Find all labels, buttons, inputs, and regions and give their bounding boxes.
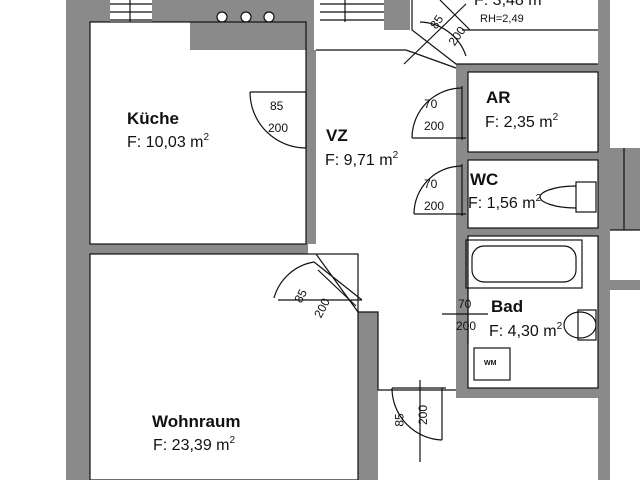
room-area-bad: F: 4,30 m2 bbox=[489, 321, 563, 340]
room-name-wohnraum: Wohnraum bbox=[152, 412, 241, 431]
door-height-bad: 200 bbox=[456, 319, 477, 333]
door-width-bad: 70 bbox=[458, 297, 472, 311]
door-width-bottom: 85 bbox=[392, 413, 407, 427]
walls bbox=[66, 0, 640, 480]
room-name-ar: AR bbox=[486, 88, 511, 107]
room-name-wc: WC bbox=[470, 170, 499, 189]
room-name-kueche: Küche bbox=[127, 109, 179, 128]
room-area-vz: F: 9,71 m2 bbox=[325, 150, 399, 169]
room-area-top: F: 3,48 m bbox=[474, 0, 542, 9]
door-height-bottom: 200 bbox=[416, 404, 431, 426]
room-area-wc: F: 1,56 m2 bbox=[468, 193, 542, 212]
room-area-kueche: F: 10,03 m2 bbox=[127, 132, 210, 151]
door-width-kueche: 85 bbox=[270, 99, 284, 113]
linework bbox=[89, 0, 640, 480]
door-width-ar: 70 bbox=[424, 97, 438, 111]
door-width-wc: 70 bbox=[424, 177, 438, 191]
room-name-vz: VZ bbox=[326, 126, 348, 145]
door-height-kueche: 200 bbox=[268, 121, 289, 135]
room-area-ar: F: 2,35 m2 bbox=[485, 112, 559, 131]
room-height-label: RH=2,49 bbox=[480, 13, 524, 25]
door-height-wc: 200 bbox=[424, 199, 445, 213]
room-area-wohnraum: F: 23,39 m2 bbox=[153, 435, 236, 454]
room-name-bad: Bad bbox=[491, 297, 524, 316]
washing-machine-label: WM bbox=[484, 360, 497, 367]
door-height-ar: 200 bbox=[424, 119, 445, 133]
